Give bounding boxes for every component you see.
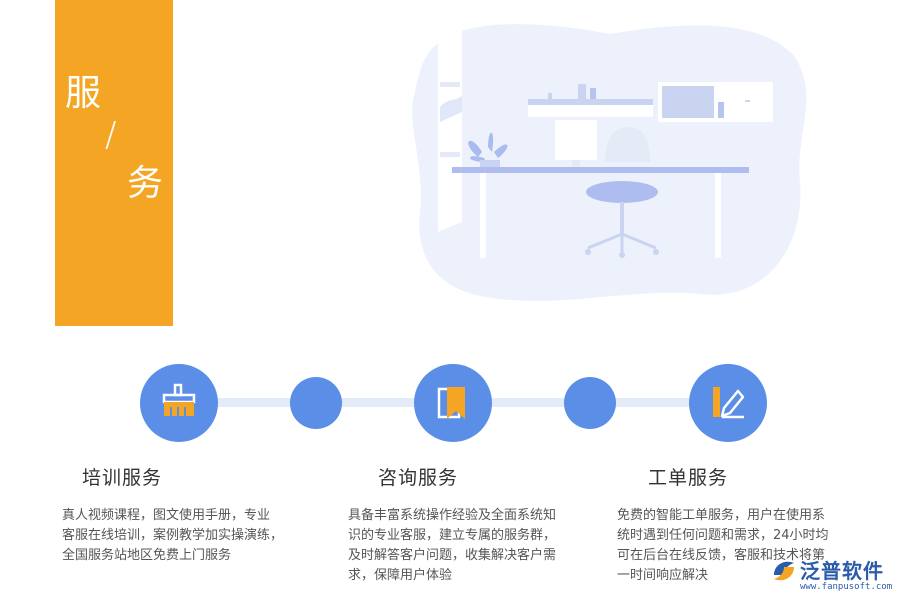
window xyxy=(438,30,462,232)
title-char-1: 服 xyxy=(65,73,102,114)
logo-url: www.fanpusoft.com xyxy=(800,582,893,592)
title-char-2: 务 xyxy=(127,163,164,204)
fanpu-logo[interactable]: 泛普软件 www.fanpusoft.com xyxy=(770,553,895,597)
desc-line: 具备丰富系统操作经验及全面系统知 xyxy=(348,508,557,523)
desc-line: 识的专业客服，建立专属的服务群， xyxy=(348,528,557,543)
ticket-service-title: 工单服务 xyxy=(648,467,729,489)
ticket-circle xyxy=(689,364,767,442)
training-circle xyxy=(140,364,218,442)
logo-mark-icon xyxy=(774,561,794,581)
training-service-title: 培训服务 xyxy=(82,467,163,489)
desc-line: 真人视频课程，图文使用手册，专业 xyxy=(62,508,271,523)
desc-line: 及时解答客户问题，收集解决客户需 xyxy=(348,548,557,563)
timeline-dot-2 xyxy=(564,377,616,429)
timeline-dot-1 xyxy=(290,377,342,429)
desc-line: 一时间响应解决 xyxy=(617,568,709,583)
title-block: 服 / 务 xyxy=(55,0,173,326)
title-slash: / xyxy=(105,115,117,155)
chair-back xyxy=(605,127,650,162)
office-desk-illustration xyxy=(412,24,807,301)
consulting-service-desc: 具备丰富系统操作经验及全面系统知 识的专业客服，建立专属的服务群， 及时解答客户… xyxy=(348,506,593,586)
wall-shelf xyxy=(528,84,653,117)
desc-line: 可在后台在线反馈，客服和技术将第 xyxy=(617,548,826,563)
desc-line: 客服在线培训，案例教学加实操演练， xyxy=(62,528,284,543)
illustration-blob xyxy=(412,24,807,301)
desc-line: 免费的智能工单服务，用户在使用系 xyxy=(617,508,826,523)
training-service-desc: 真人视频课程，图文使用手册，专业 客服在线培训，案例教学加实操演练， 全国服务站… xyxy=(62,506,307,566)
desc-line: 统时遇到任何问题和需求，24小时均 xyxy=(617,528,829,543)
consulting-circle xyxy=(414,364,492,442)
consulting-service-title: 咨询服务 xyxy=(378,467,459,489)
chair xyxy=(585,181,659,258)
edit-pencil-icon xyxy=(713,387,745,419)
bookmark-documents-icon xyxy=(437,387,465,419)
desk xyxy=(452,167,749,258)
desc-line: 求，保障用户体验 xyxy=(348,568,453,583)
desc-line: 全国服务站地区免费上门服务 xyxy=(62,548,232,563)
ticket-service-desc: 免费的智能工单服务，用户在使用系 统时遇到任何问题和需求，24小时均 可在后台在… xyxy=(617,506,852,586)
logo-name: 泛普软件 xyxy=(800,559,884,583)
broom-icon xyxy=(162,383,196,416)
wall-cabinet xyxy=(658,82,773,122)
